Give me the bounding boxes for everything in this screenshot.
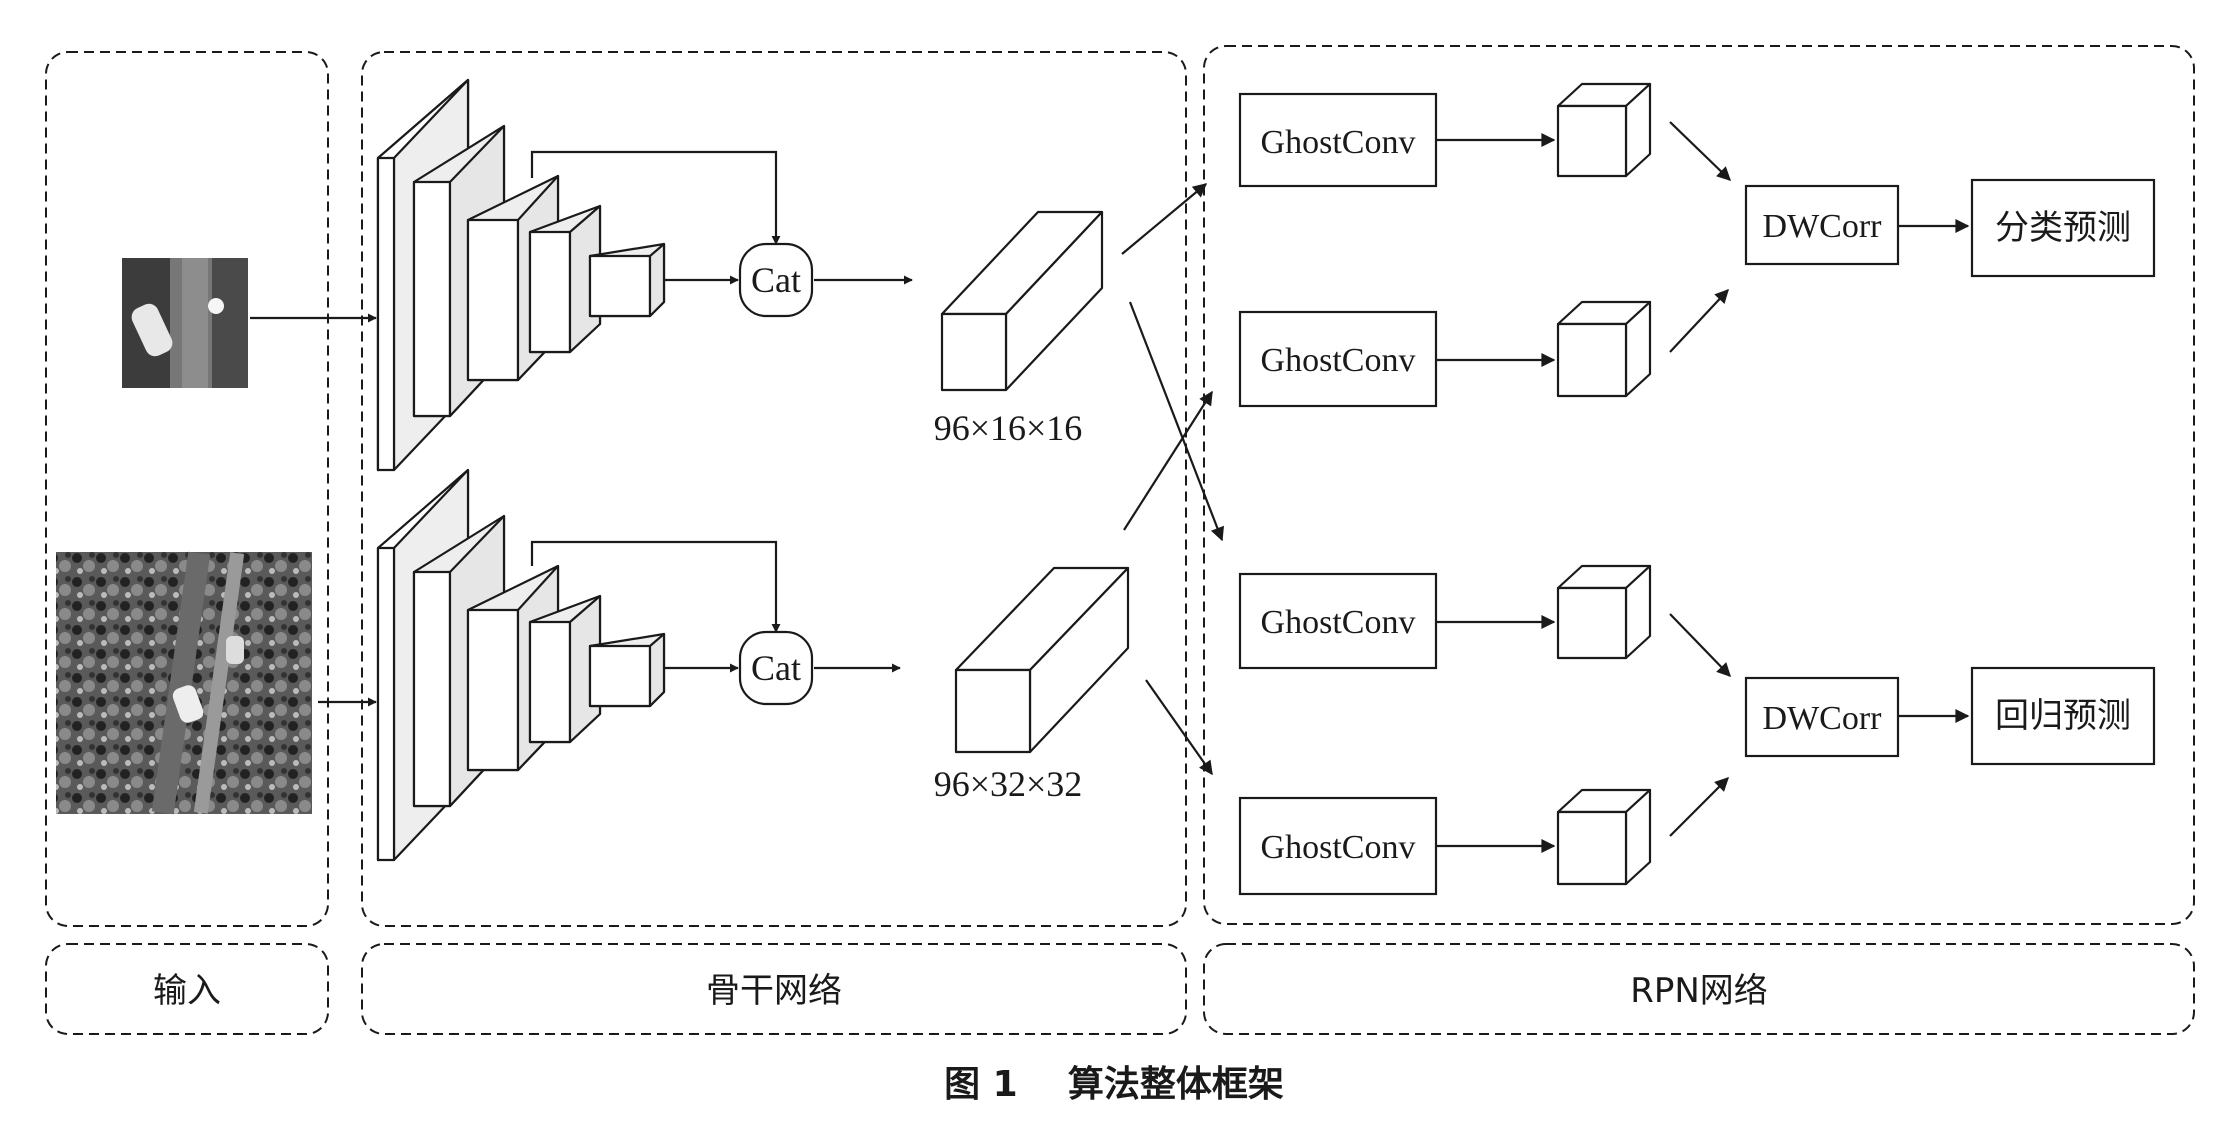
output-box-reg: 回归预测	[1970, 666, 2156, 766]
ghostconv-label-2: GhostConv	[1261, 342, 1416, 379]
figure-caption: 图 1 算法整体框架	[944, 1064, 1284, 1105]
input-panel	[45, 51, 329, 927]
input-label-panel	[45, 943, 329, 1035]
output-label-reg: 回归预测	[1995, 696, 2131, 736]
arrow-top-to-ghost3	[1128, 301, 1224, 542]
feature-size-top: 96×16×16	[934, 408, 1083, 448]
feature-map-bottom	[954, 566, 1130, 754]
arrow-bottom-to-ghost2	[1123, 390, 1213, 531]
cube-3	[1556, 564, 1652, 660]
section-label-backbone: 骨干网络	[706, 971, 842, 1011]
cube-2	[1556, 300, 1652, 398]
dwcorr-box-bottom: DWCorr	[1744, 676, 1900, 758]
backbone-stack-top	[376, 78, 666, 472]
cat-label-top: Cat	[751, 260, 801, 300]
section-label-rpn: RPN网络	[1630, 971, 1768, 1011]
cat-node-top: Cat	[738, 242, 814, 318]
rpn-panel	[1203, 45, 2195, 925]
feature-map-top	[940, 210, 1104, 392]
ghostconv-label-1: GhostConv	[1261, 124, 1416, 161]
cat-node-bottom: Cat	[738, 630, 814, 706]
arrow-bottom-to-ghost4	[1145, 679, 1213, 776]
ghostconv-box-3: GhostConv	[1238, 572, 1438, 670]
arrow-cube4-dwcorr	[1669, 777, 1729, 837]
ghostconv-box-1: GhostConv	[1238, 92, 1438, 188]
output-box-cls: 分类预测	[1970, 178, 2156, 278]
output-label-cls: 分类预测	[1995, 208, 2131, 248]
cube-1	[1556, 82, 1652, 178]
arrow-cube2-dwcorr	[1669, 288, 1729, 353]
backbone-panel	[361, 51, 1187, 927]
template-image	[122, 258, 248, 388]
cat-label-bottom: Cat	[751, 648, 801, 688]
arrow-cube3-dwcorr	[1669, 613, 1731, 678]
dwcorr-label-top: DWCorr	[1763, 208, 1883, 245]
feature-size-bottom: 96×32×32	[934, 764, 1083, 804]
backbone-label-panel	[361, 943, 1187, 1035]
skip-connection-top	[530, 150, 781, 245]
skip-connection-bottom	[530, 540, 781, 633]
ghostconv-label-4: GhostConv	[1261, 829, 1416, 866]
dwcorr-label-bottom: DWCorr	[1763, 700, 1883, 737]
dwcorr-box-top: DWCorr	[1744, 184, 1900, 266]
backbone-stack-bottom	[376, 468, 666, 862]
ghostconv-box-2: GhostConv	[1238, 310, 1438, 408]
rpn-label-panel	[1203, 943, 2195, 1035]
ghostconv-label-3: GhostConv	[1261, 604, 1416, 641]
ghostconv-box-4: GhostConv	[1238, 796, 1438, 896]
search-image	[56, 551, 312, 815]
arrow-cube1-dwcorr	[1669, 121, 1732, 181]
arrow-top-to-ghost1	[1121, 183, 1208, 255]
cube-4	[1556, 788, 1652, 886]
section-label-input: 输入	[153, 971, 221, 1011]
